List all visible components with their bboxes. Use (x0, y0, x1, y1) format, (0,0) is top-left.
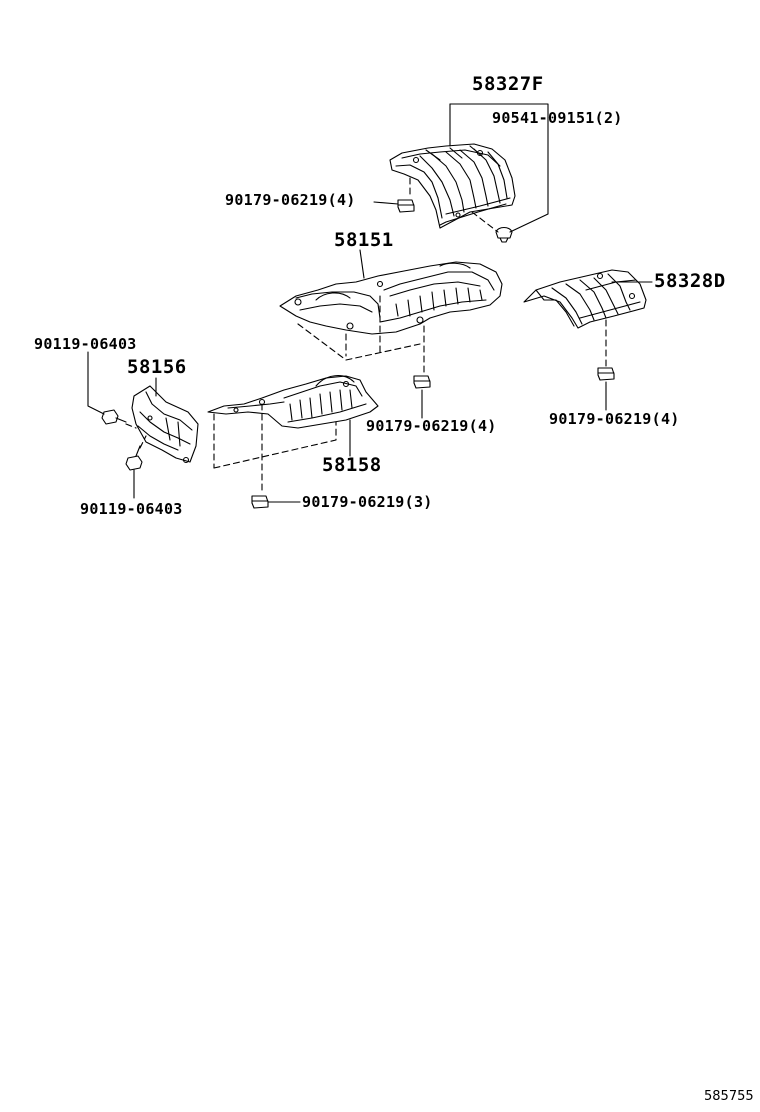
part-label-58327F: 58327F (472, 73, 544, 95)
heat-insulator-58156 (131, 385, 199, 464)
bolt-58156-top (101, 409, 127, 425)
bolt-58156-bottom (125, 445, 143, 471)
part-label-58151: 58151 (334, 229, 394, 251)
leader-lines (87, 103, 653, 503)
part-label-58158: 58158 (322, 454, 382, 476)
part-label-58328D: 58328D (654, 270, 726, 292)
heat-shield-58328D (523, 269, 647, 329)
diagram-id: 585755 (704, 1089, 754, 1104)
fastener-label-90119-top: 90119-06403 (34, 335, 137, 353)
heat-insulator-58158 (207, 375, 379, 429)
heat-shield-58327F (389, 143, 516, 229)
fastener-label-90179-b: 90179-06219(4) (366, 417, 497, 435)
fastener-label-90179-a: 90179-06219(4) (225, 191, 356, 209)
heat-shield-58151 (279, 261, 503, 335)
fastener-label-90179-c: 90179-06219(4) (549, 410, 680, 428)
fastener-label-90119-bottom: 90119-06403 (80, 500, 183, 518)
fastener-label-90179-d: 90179-06219(3) (302, 493, 433, 511)
nut-58151 (413, 375, 431, 389)
nut-58158 (251, 495, 269, 509)
dashed-alignment-lines (125, 177, 607, 495)
nut-58328D (597, 367, 615, 381)
nut-58327F (397, 199, 415, 213)
clip-90541 (495, 226, 513, 243)
fastener-label-90541: 90541-09151(2) (492, 109, 623, 127)
part-label-58156: 58156 (127, 356, 187, 378)
